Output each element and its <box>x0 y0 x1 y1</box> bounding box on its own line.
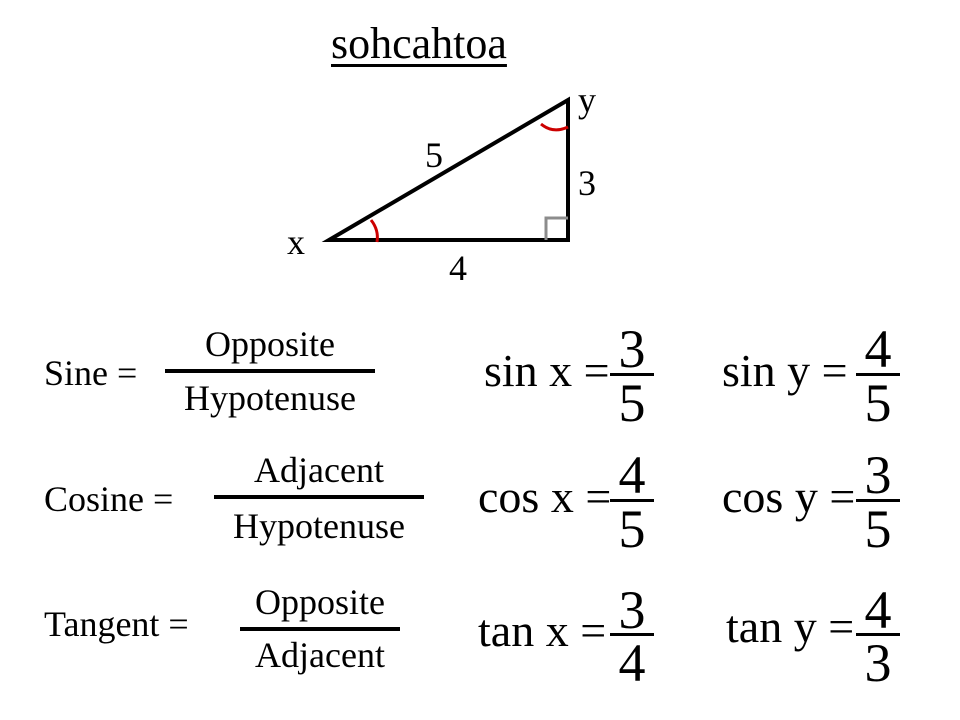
tan-x-fraction-bar <box>610 633 654 636</box>
hypotenuse-length: 5 <box>425 135 443 175</box>
sin-x-denominator: 5 <box>618 373 646 433</box>
vertical-side-length: 3 <box>578 163 596 203</box>
tan-y-lhs: tan y = <box>726 601 855 652</box>
tan-y-denominator: 3 <box>864 633 892 693</box>
sine-numerator: Opposite <box>205 324 335 364</box>
cos-y-numerator: 3 <box>864 445 892 505</box>
cosine-numerator: Adjacent <box>254 450 384 490</box>
angle-arc-y <box>540 122 569 132</box>
tan-x-numerator: 3 <box>618 580 646 640</box>
sin-x-numerator: 3 <box>618 319 646 379</box>
triangle <box>321 96 570 242</box>
cos-x-lhs: cos x = <box>478 471 612 522</box>
cosine-fraction-bar <box>214 495 424 499</box>
cosine-label: Cosine = <box>44 479 174 519</box>
title: sohcahtoa <box>331 19 507 68</box>
angle-arc-x <box>369 219 379 243</box>
cos-x-numerator: 4 <box>618 445 646 505</box>
tan-y-fraction-bar <box>856 633 900 636</box>
cos-y-fraction-bar <box>856 499 900 502</box>
cos-x-denominator: 5 <box>618 499 646 559</box>
cos-y-lhs: cos y = <box>722 471 856 522</box>
sin-y-lhs: sin y = <box>722 345 848 396</box>
tangent-numerator: Opposite <box>255 582 385 622</box>
sin-x-fraction-bar <box>610 373 654 376</box>
sine-denominator: Hypotenuse <box>184 378 356 418</box>
sine-label: Sine = <box>44 353 138 393</box>
tan-x-denominator: 4 <box>618 633 646 693</box>
angle-x-label: x <box>287 222 305 262</box>
tan-y-numerator: 4 <box>864 580 892 640</box>
cos-x-fraction-bar <box>610 499 654 502</box>
tangent-fraction-bar <box>240 627 400 631</box>
tangent-label: Tangent = <box>44 604 189 644</box>
cosine-denominator: Hypotenuse <box>233 506 405 546</box>
horizontal-side-length: 4 <box>449 248 467 288</box>
sin-y-fraction-bar <box>856 373 900 376</box>
sin-x-lhs: sin x = <box>484 345 610 396</box>
angle-y-label: y <box>578 80 596 120</box>
tangent-denominator: Adjacent <box>255 635 385 675</box>
sine-fraction-bar <box>165 369 375 373</box>
sin-y-numerator: 4 <box>864 319 892 379</box>
sin-y-denominator: 5 <box>864 373 892 433</box>
right-angle-marker <box>544 216 568 240</box>
tan-x-lhs: tan x = <box>478 605 607 656</box>
cos-y-denominator: 5 <box>864 499 892 559</box>
